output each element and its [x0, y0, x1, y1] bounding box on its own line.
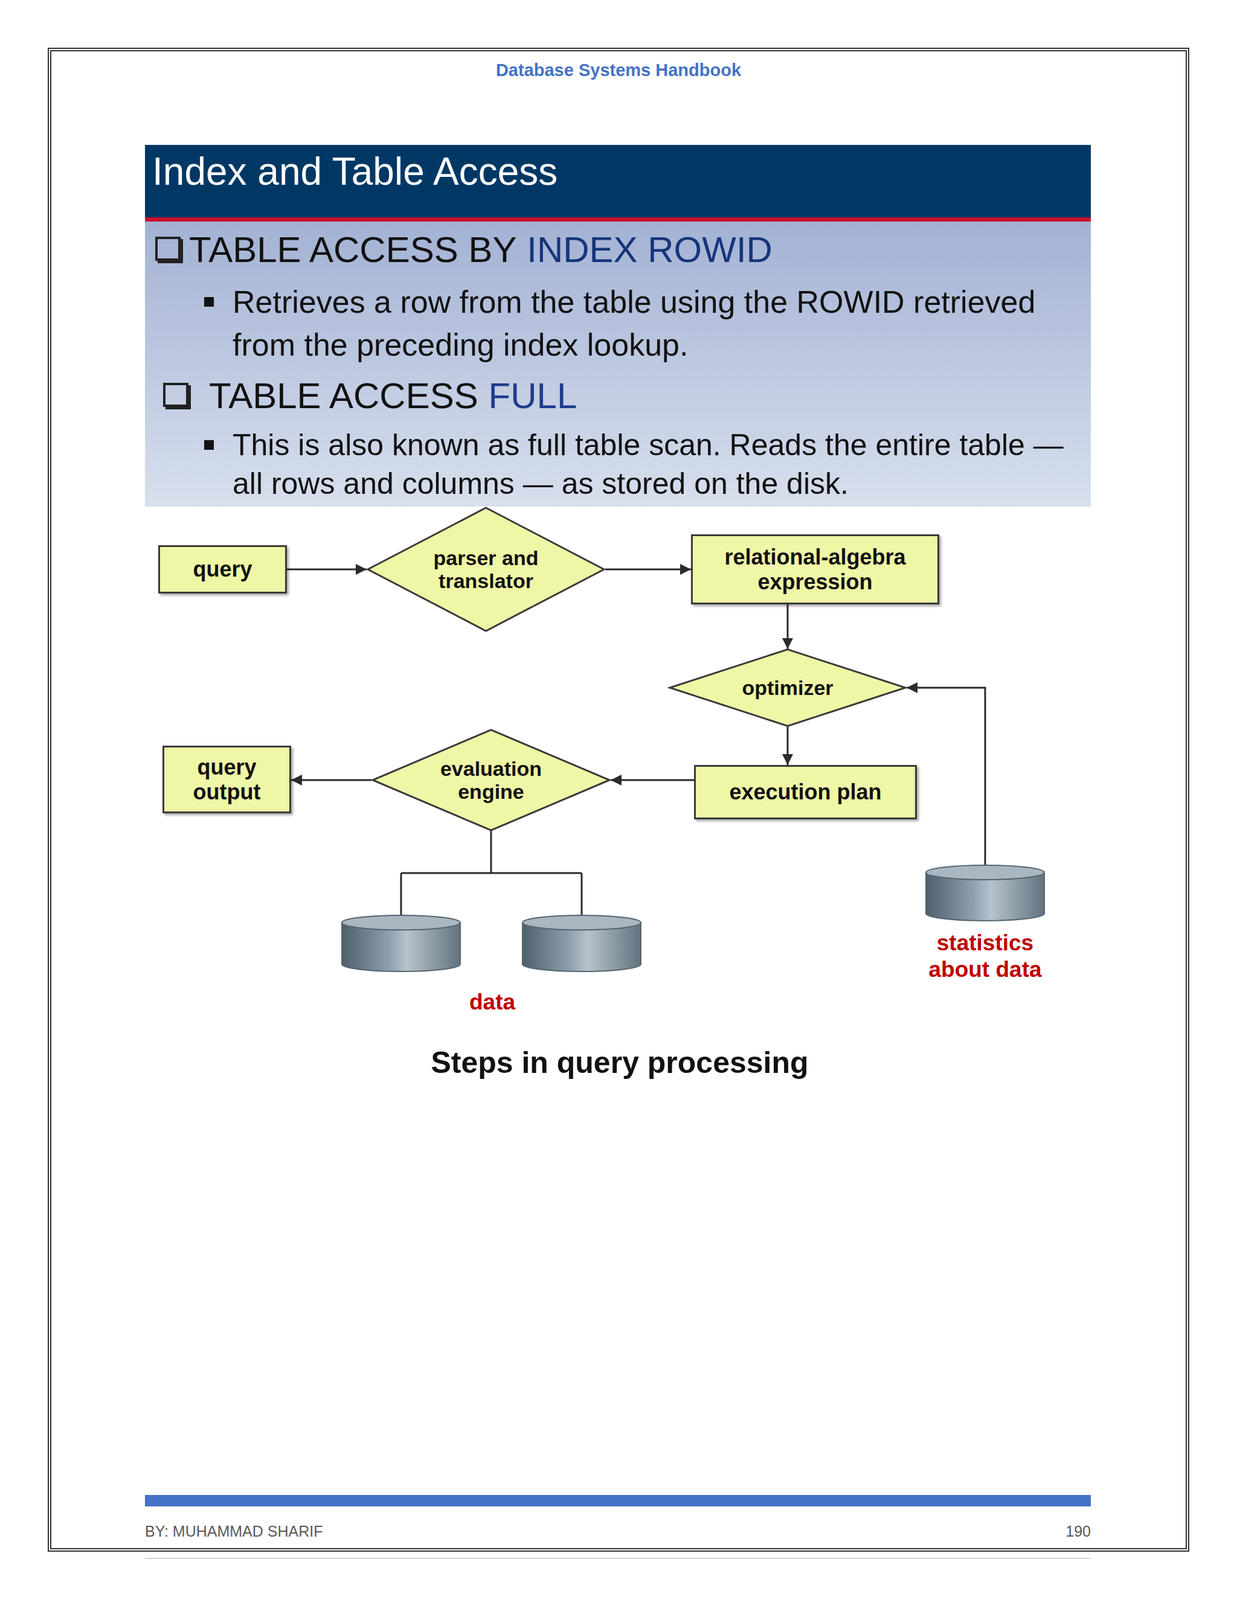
data-cylinder — [341, 915, 461, 972]
checkbox-symbol — [155, 236, 181, 261]
decision-diamond: optimizer — [668, 649, 907, 727]
node-label: execution plan — [703, 779, 908, 805]
bullet-square — [204, 440, 214, 450]
data-cylinder — [925, 865, 1045, 922]
process-box: relational-algebra expression — [690, 534, 940, 605]
node-label: optimizer — [722, 676, 854, 700]
flow-arrow — [787, 726, 789, 766]
slide-heading: TABLE ACCESS BY — [189, 229, 517, 270]
node-label: evaluation engine — [425, 757, 557, 804]
page-header-holder: Database Systems Handbook — [316, 59, 921, 81]
page-number: 190 — [909, 1522, 1091, 1541]
checkbox-symbol — [163, 382, 189, 408]
node-text-group: query — [167, 556, 278, 582]
flow-arrow — [906, 687, 986, 866]
slide-heading: TABLE ACCESS — [208, 375, 479, 417]
flow-arrow — [605, 568, 691, 571]
decision-diamond: parser and translator — [366, 507, 606, 632]
node-label: query — [167, 556, 278, 582]
page-number-holder: 190 — [909, 1522, 1091, 1541]
node-text-group: evaluation engine — [425, 757, 557, 804]
slide-heading-line: TABLE ACCESSFULL — [208, 374, 577, 418]
bullet-text: Retrieves a row from the table using the… — [232, 280, 1094, 367]
page-bottom-rule — [144, 1558, 1091, 1560]
data-cylinder — [522, 915, 641, 972]
node-text-group: data — [338, 989, 647, 1016]
node-text-group: query output — [171, 755, 283, 806]
bullet-text-holder: Retrieves a row from the table using the… — [232, 280, 1094, 367]
slide-title-holder: Index and Table Access — [152, 148, 1083, 196]
process-box: query — [158, 545, 287, 594]
node-label: query output — [171, 755, 283, 806]
page-header: Database Systems Handbook — [316, 59, 921, 81]
node-text-group: optimizer — [722, 676, 854, 700]
slide-red-rule — [144, 217, 1091, 222]
bullet-square — [204, 297, 214, 307]
node-label: relational-algebra expression — [700, 544, 931, 595]
node-text-group: statistics about data — [909, 930, 1061, 983]
node-label: data — [338, 989, 647, 1016]
process-box: execution plan — [694, 765, 917, 820]
statistics-store: statistics about data — [909, 862, 1061, 993]
figure-caption: Steps in query processing — [257, 1044, 983, 1082]
flow-arrow — [610, 779, 695, 782]
cylinder-drawing — [338, 912, 647, 979]
bullet-text: This is also known as full table scan. R… — [232, 425, 1094, 504]
flow-arrow — [401, 831, 582, 916]
slide-title: Index and Table Access — [152, 148, 1083, 196]
node-text-group: relational-algebra expression — [700, 544, 931, 595]
footer-author: BY: MUHAMMAD SHARIF — [144, 1522, 568, 1541]
flow-arrow — [787, 604, 789, 650]
node-text-group: parser and translator — [420, 546, 552, 593]
figure-caption-holder: Steps in query processing — [257, 1044, 983, 1082]
slide-heading-line: TABLE ACCESS BYINDEX ROWID — [189, 228, 773, 272]
cylinder-drawing — [909, 862, 1061, 929]
decision-diamond: evaluation engine — [371, 729, 611, 832]
process-box: query output — [162, 745, 292, 815]
footer-author-holder: BY: MUHAMMAD SHARIF — [144, 1522, 568, 1541]
footer-bar — [144, 1495, 1091, 1507]
bullet-text-holder: This is also known as full table scan. R… — [232, 425, 1094, 504]
slide-heading: INDEX ROWID — [526, 229, 773, 270]
slide-heading: FULL — [488, 375, 578, 417]
node-text-group: execution plan — [703, 779, 908, 805]
node-label: statistics about data — [909, 930, 1061, 983]
flow-arrow — [291, 779, 372, 782]
flow-arrow — [286, 568, 367, 571]
data-store: data — [338, 912, 647, 1027]
node-label: parser and translator — [420, 546, 552, 593]
